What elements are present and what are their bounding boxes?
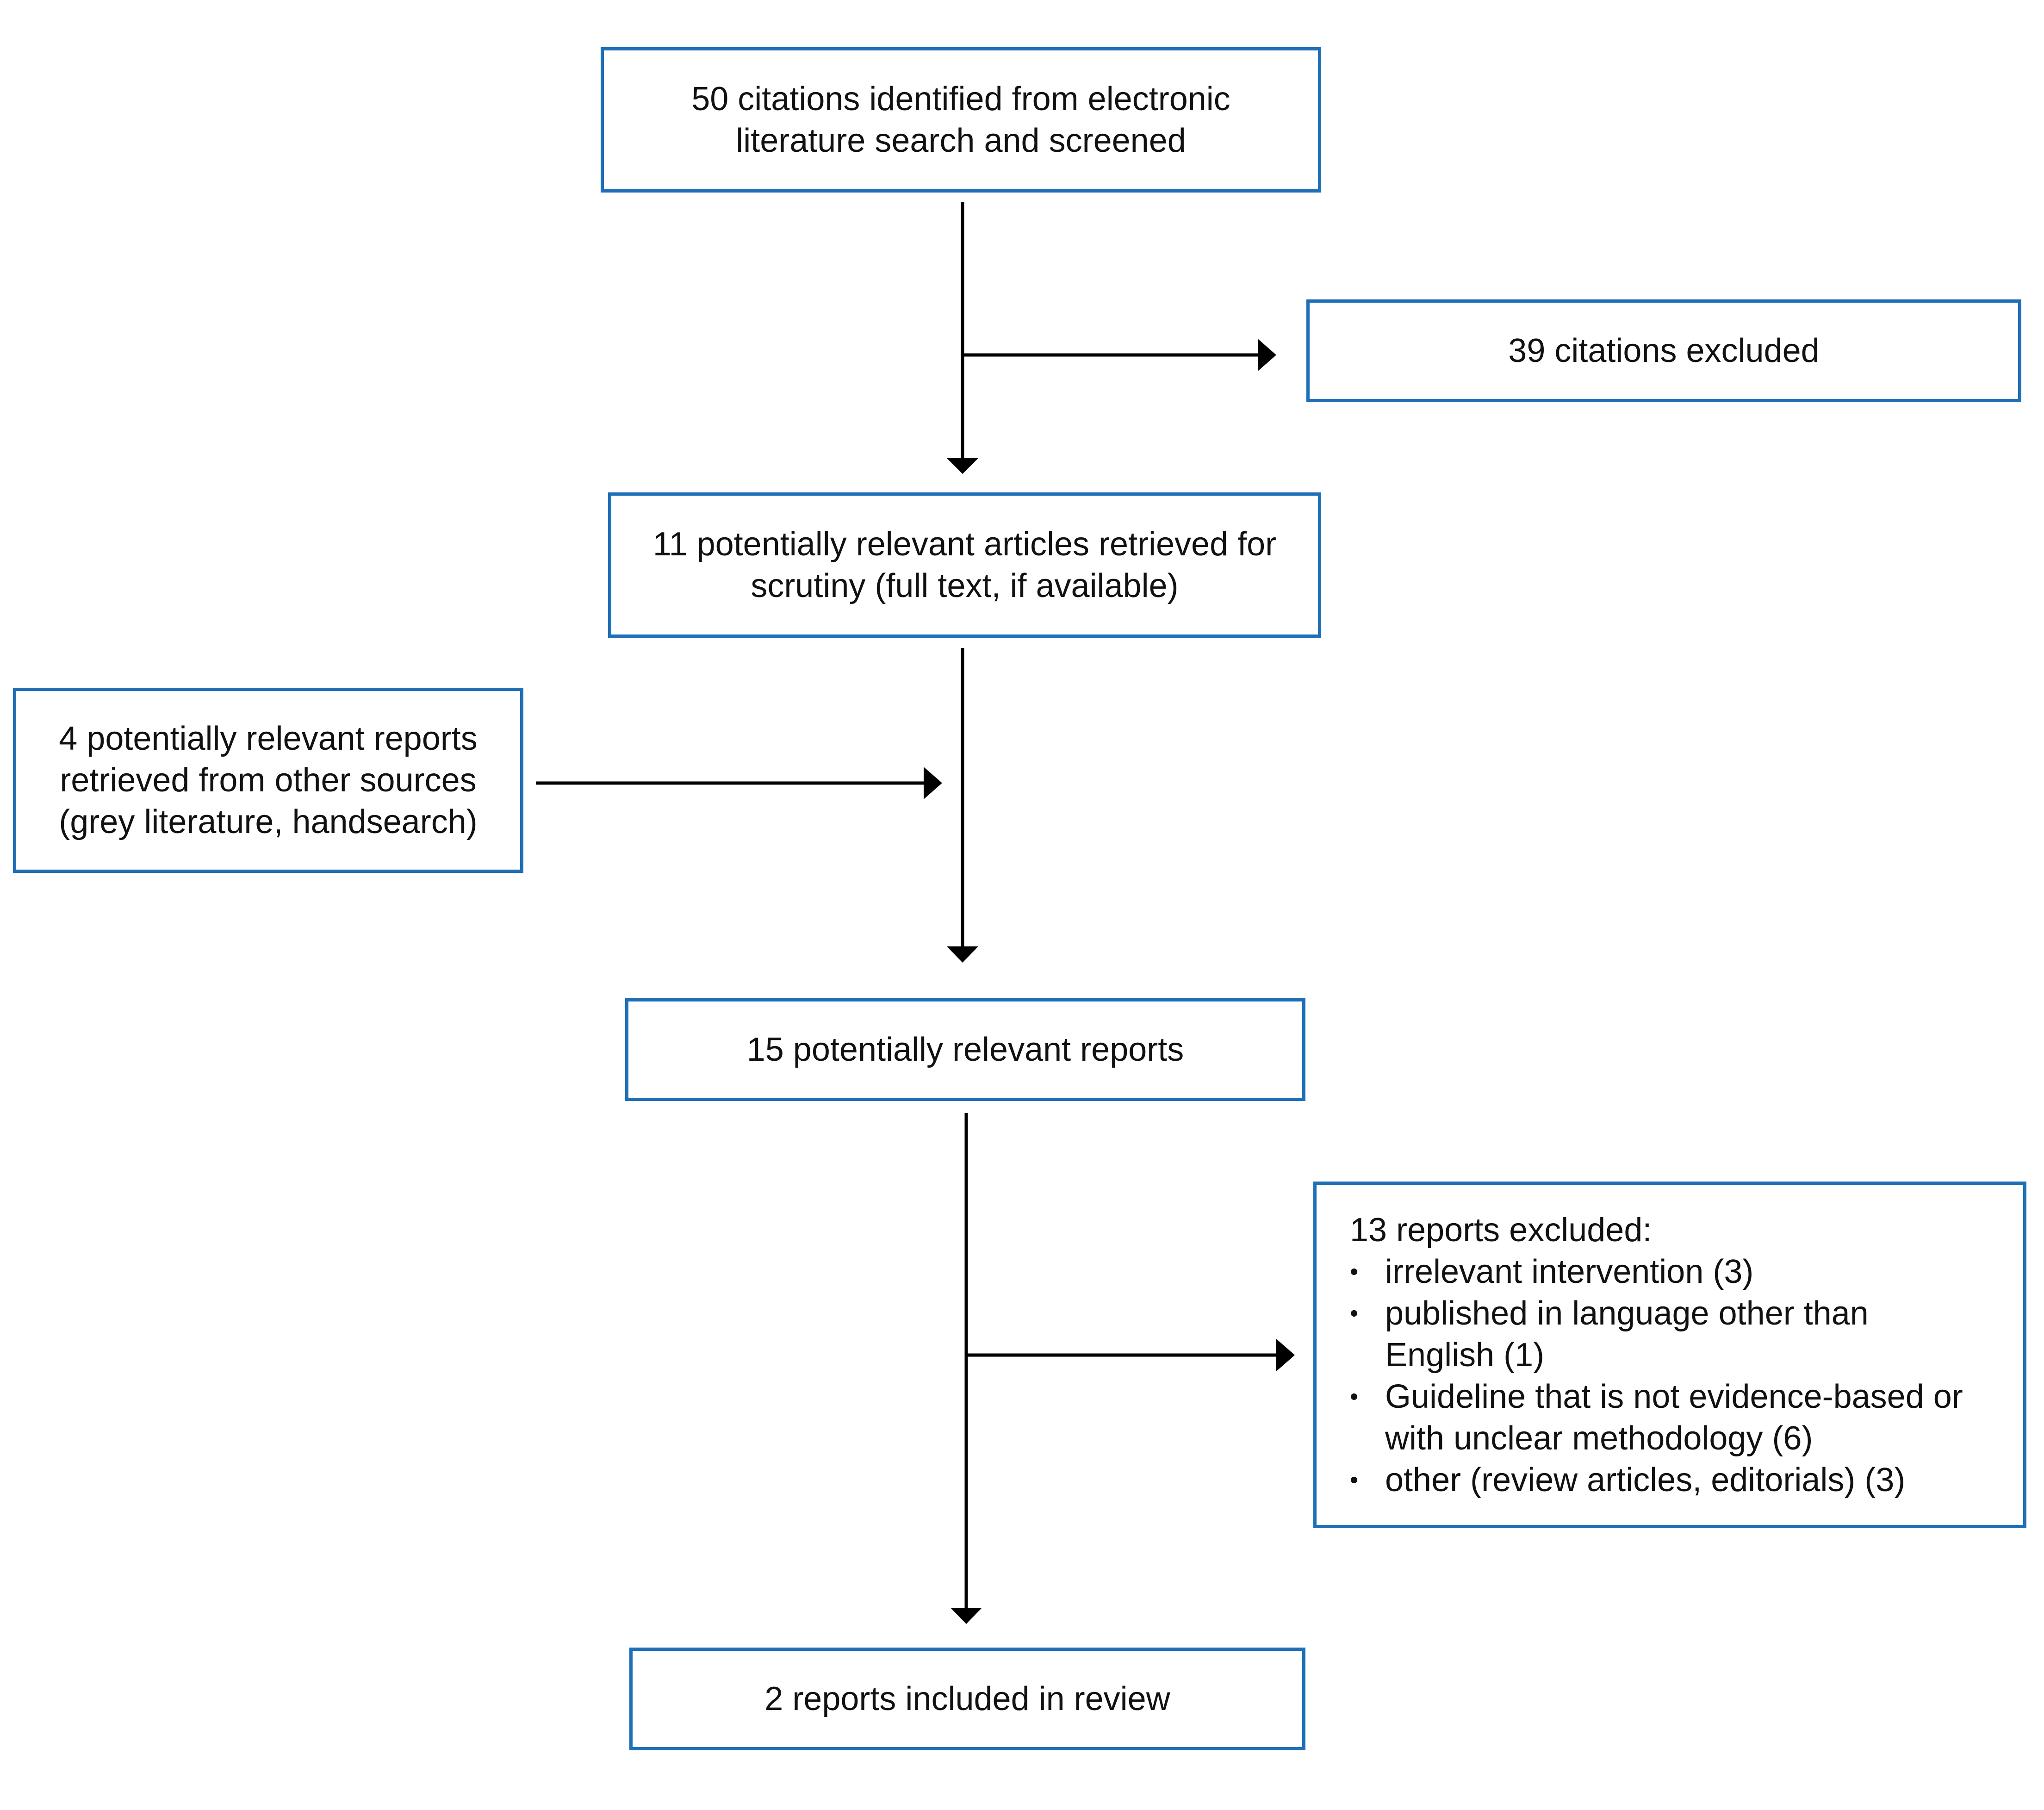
- box-reports-included-text: 2 reports included in review: [764, 1680, 1170, 1717]
- box-reports-included: 2 reports included in review: [629, 1648, 1305, 1750]
- excluded-reason-text: Guideline that is not evidence-based or …: [1385, 1378, 1963, 1457]
- reports-excluded-heading: 13 reports excluded:: [1350, 1211, 1652, 1249]
- excluded-reason-item: • published in language other than Engli…: [1350, 1293, 2005, 1376]
- excluded-reason-text: other (review articles, editorials) (3): [1385, 1461, 1906, 1499]
- bullet-icon: •: [1350, 1300, 1359, 1327]
- box-other-sources: 4 potentially relevant reports retrieved…: [13, 688, 523, 873]
- box-potentially-relevant-text: 15 potentially relevant reports: [746, 1031, 1184, 1068]
- bullet-icon: •: [1350, 1466, 1359, 1493]
- box-citations-excluded-text: 39 citations excluded: [1508, 332, 1820, 369]
- excluded-reason-item: • irrelevant intervention (3): [1350, 1251, 2005, 1293]
- reports-excluded-list: • irrelevant intervention (3) • publishe…: [1350, 1251, 2005, 1501]
- excluded-reason-text: published in language other than English…: [1385, 1294, 1869, 1374]
- reports-excluded-content: 13 reports excluded: • irrelevant interv…: [1350, 1209, 2005, 1501]
- arrowhead-down-1: [947, 458, 978, 474]
- bullet-icon: •: [1350, 1258, 1359, 1285]
- arrowhead-down-2: [947, 946, 978, 963]
- bullet-icon: •: [1350, 1383, 1359, 1410]
- box-citations-identified-text: 50 citations identified from electronic …: [691, 81, 1230, 159]
- box-reports-excluded: 13 reports excluded: • irrelevant interv…: [1313, 1182, 2026, 1528]
- box-potentially-relevant: 15 potentially relevant reports: [625, 998, 1305, 1101]
- box-articles-retrieved: 11 potentially relevant articles retriev…: [608, 492, 1321, 638]
- arrowhead-right-2: [924, 767, 942, 799]
- arrowhead-right-1: [1258, 339, 1276, 371]
- box-citations-identified: 50 citations identified from electronic …: [601, 47, 1321, 193]
- excluded-reason-item: • other (review articles, editorials) (3…: [1350, 1459, 2005, 1501]
- excluded-reason-item: • Guideline that is not evidence-based o…: [1350, 1376, 2005, 1459]
- arrowhead-down-3: [951, 1608, 982, 1624]
- box-other-sources-text: 4 potentially relevant reports retrieved…: [59, 720, 478, 840]
- box-citations-excluded: 39 citations excluded: [1306, 299, 2021, 402]
- excluded-reason-text: irrelevant intervention (3): [1385, 1253, 1754, 1290]
- arrowhead-right-3: [1276, 1339, 1295, 1371]
- box-articles-retrieved-text: 11 potentially relevant articles retriev…: [652, 526, 1277, 604]
